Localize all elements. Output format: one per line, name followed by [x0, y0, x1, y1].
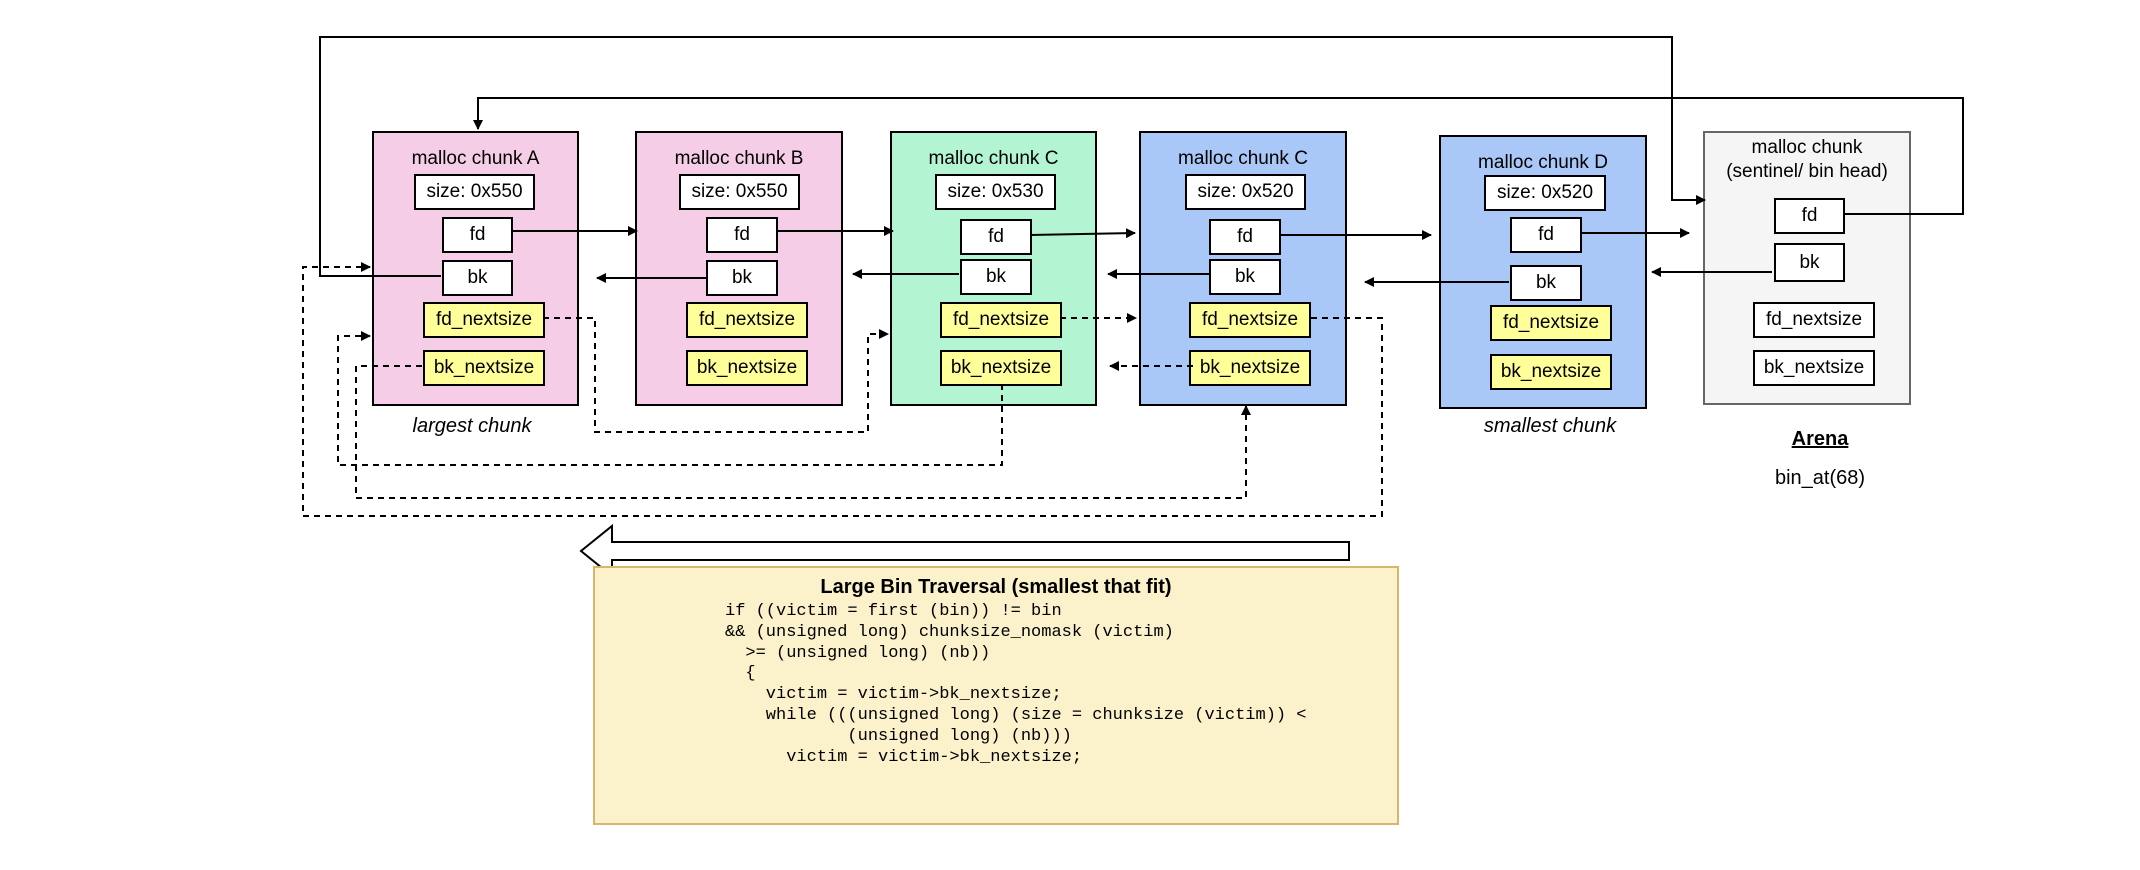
- arena-bin-label: bin_at(68): [1774, 467, 1866, 489]
- chunk-c-blue-bk-field: bk: [1209, 259, 1281, 295]
- chunk-d-title: malloc chunk D: [1478, 152, 1608, 173]
- bk-nextsize-c-to-a: [337, 331, 1003, 466]
- chunk-d-fd-field: fd: [1510, 217, 1582, 253]
- traversal-code-snippet: if ((victim = first (bin)) != bin && (un…: [725, 602, 1307, 767]
- chunk-b-size-field: size: 0x550: [679, 174, 800, 210]
- largest-chunk-caption: largest chunk: [412, 415, 532, 437]
- sentinel-fd-field: fd: [1774, 198, 1845, 234]
- chunk-a-title: malloc chunk A: [411, 148, 540, 169]
- chunk-a: malloc chunk A size: 0x550 fd bk fd_next…: [372, 131, 579, 406]
- chunk-d-fd-nextsize-field: fd_nextsize: [1490, 305, 1612, 341]
- chunk-b-bk-field: bk: [706, 260, 778, 296]
- chunk-b: malloc chunk B size: 0x550 fd bk fd_next…: [635, 131, 843, 406]
- chunk-c-green-size-field: size: 0x530: [935, 174, 1056, 210]
- chunk-c-green-fd-nextsize-field: fd_nextsize: [940, 302, 1062, 338]
- chunk-d-size-field: size: 0x520: [1484, 175, 1606, 211]
- chunk-c-green-fd-field: fd: [960, 219, 1032, 255]
- chunk-c-blue-fd-nextsize-field: fd_nextsize: [1189, 302, 1311, 338]
- sentinel-fd-to-a-arrow: [473, 97, 1964, 215]
- fd-arrow-c-to-c2: [1029, 228, 1136, 239]
- chunk-b-title: malloc chunk B: [674, 148, 804, 169]
- traversal-code-title: Large Bin Traversal (smallest that fit): [820, 576, 1172, 598]
- bk-nextsize-a-to-c2: [355, 365, 1251, 499]
- chunk-c-green: malloc chunk C size: 0x530 fd bk fd_next…: [890, 131, 1097, 406]
- arena-title: Arena: [1791, 428, 1849, 450]
- chunk-c-green-title: malloc chunk C: [928, 148, 1059, 169]
- traversal-code-box: Large Bin Traversal (smallest that fit) …: [593, 566, 1399, 825]
- chunk-a-size-field: size: 0x550: [414, 174, 535, 210]
- chunk-d-bk-field: bk: [1510, 265, 1582, 301]
- chunk-c-blue-fd-field: fd: [1209, 219, 1281, 255]
- sentinel-bk-field: bk: [1774, 243, 1845, 282]
- sentinel-title-line2: (sentinel/ bin head): [1726, 161, 1888, 182]
- chunk-c-green-bk-nextsize-field: bk_nextsize: [940, 350, 1062, 386]
- chunk-a-bk-nextsize-field: bk_nextsize: [423, 350, 545, 386]
- sentinel-chunk: malloc chunk (sentinel/ bin head) fd bk …: [1703, 131, 1911, 405]
- chunk-d: malloc chunk D size: 0x520 fd bk fd_next…: [1439, 135, 1647, 409]
- chunk-a-fd-field: fd: [442, 217, 513, 253]
- sentinel-fd-nextsize-field: fd_nextsize: [1753, 302, 1875, 338]
- chunk-a-fd-nextsize-field: fd_nextsize: [423, 302, 545, 338]
- a-bk-to-sentinel-arrow: [319, 36, 1706, 277]
- chunk-c-blue: malloc chunk C size: 0x520 fd bk fd_next…: [1139, 131, 1347, 406]
- fd-nextsize-c2-to-a: [302, 262, 1383, 517]
- chunk-c-blue-size-field: size: 0x520: [1185, 174, 1306, 210]
- chunk-c-green-bk-field: bk: [960, 259, 1032, 295]
- sentinel-title-line1: malloc chunk: [1751, 137, 1863, 158]
- fd-nextsize-a-to-c: [543, 317, 889, 433]
- sentinel-bk-nextsize-field: bk_nextsize: [1753, 350, 1875, 386]
- chunk-c-blue-bk-nextsize-field: bk_nextsize: [1189, 350, 1311, 386]
- chunk-c-blue-title: malloc chunk C: [1178, 148, 1308, 169]
- chunk-b-fd-nextsize-field: fd_nextsize: [686, 302, 808, 338]
- chunk-b-bk-nextsize-field: bk_nextsize: [686, 350, 808, 386]
- chunk-d-bk-nextsize-field: bk_nextsize: [1490, 354, 1612, 390]
- chunk-a-bk-field: bk: [442, 260, 513, 296]
- traversal-direction-arrow: [579, 523, 1350, 579]
- chunk-b-fd-field: fd: [706, 217, 778, 253]
- smallest-chunk-caption: smallest chunk: [1483, 415, 1617, 437]
